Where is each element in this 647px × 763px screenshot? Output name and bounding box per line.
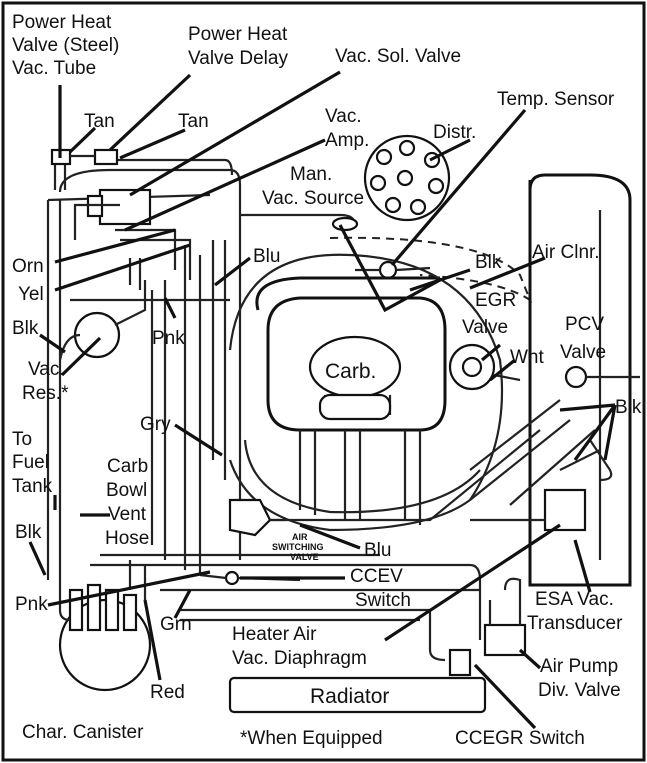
label-blk-right: Blk xyxy=(615,397,642,418)
label-blk-lower-left: Blk xyxy=(15,522,42,543)
label-wht: Wht xyxy=(510,347,545,368)
label-man-vac-source-1: Man. xyxy=(290,164,332,185)
label-carb-bowl-vent-hose-3: Vent xyxy=(108,504,147,525)
label-egr-valve-2: Valve xyxy=(462,317,508,338)
vac-sol-valve-body xyxy=(98,188,152,226)
label-gry: Gry xyxy=(140,414,171,435)
svg-text:ESA Vac.Transducer: ESA Vac. Transducer xyxy=(527,589,623,634)
label-egr-valve-1: EGR xyxy=(475,290,516,311)
label-pnk-top: Pnk xyxy=(152,328,185,349)
label-carb-bowl-vent-hose-4: Hose xyxy=(105,528,149,549)
label-power-heat-valve-delay-2: Valve Delay xyxy=(188,48,288,69)
label-carb-bowl-vent-hose-2: Bowl xyxy=(106,480,147,501)
pcv-valve-body xyxy=(564,365,588,389)
label-vac-res-2: Res.* xyxy=(22,383,69,404)
label-blk-top: Blk xyxy=(475,252,502,273)
label-vac-amp-1: Vac. xyxy=(325,106,362,127)
label-carb: Carb. xyxy=(325,360,376,383)
ccegr-switch-body xyxy=(448,648,472,677)
label-air-switching-3: VALVE xyxy=(290,552,319,562)
label-air-switching-2: SWITCHING xyxy=(272,542,324,552)
air-pump-div-valve-body xyxy=(483,577,527,657)
label-orn: Orn xyxy=(12,256,44,277)
label-distr: Distr. xyxy=(433,122,476,143)
distributor-cap xyxy=(363,134,451,222)
label-man-vac-source-2: Vac. Source xyxy=(262,188,364,209)
label-when-equipped: *When Equipped xyxy=(240,728,383,749)
label-char-canister: Char. Canister xyxy=(22,722,144,743)
label-air-pump-div-valve-2: Div. Valve xyxy=(538,680,621,701)
label-blk-left: Blk xyxy=(12,318,39,339)
man-vac-source-fitting xyxy=(331,216,359,232)
label-to-fuel-tank-1: To xyxy=(12,429,32,450)
label-tan-right: Tan xyxy=(178,111,209,132)
svg-text:Man.Vac. Source: Man. Vac. Source xyxy=(262,164,364,209)
label-radiator: Radiator xyxy=(310,685,389,708)
label-vac-sol-valve: Vac. Sol. Valve xyxy=(335,46,461,67)
label-air-pump-div-valve-1: Air Pump xyxy=(540,656,618,677)
label-power-heat-valve-tube-3: Vac. Tube xyxy=(12,58,96,79)
label-to-fuel-tank-3: Tank xyxy=(12,476,53,497)
label-grn: Grn xyxy=(160,614,192,635)
label-carb-bowl-vent-hose-1: Carb xyxy=(107,456,148,477)
label-ccev-switch-1: CCEV xyxy=(350,566,403,587)
vac-reservoir xyxy=(73,311,121,359)
label-power-heat-valve-tube-1: Power Heat xyxy=(12,12,112,33)
leader-lines xyxy=(28,70,617,730)
label-ccegr-switch: CCEGR Switch xyxy=(455,728,585,749)
label-esa-vac-transducer-1: ESA Vac. xyxy=(535,589,614,610)
label-heater-air-vac-diaphragm-1: Heater Air xyxy=(232,624,317,645)
label-blu-bottom: Blu xyxy=(364,540,391,561)
label-power-heat-valve-tube-2: Valve (Steel) xyxy=(12,35,119,56)
ccev-switch-body xyxy=(224,570,240,586)
svg-text:Vac.Res.*: Vac. Res.* xyxy=(22,359,69,404)
label-heater-air-vac-diaphragm-2: Vac. Diaphragm xyxy=(232,648,367,669)
egr-valve-body xyxy=(448,343,521,391)
label-pcv-valve-1: PCV xyxy=(565,314,604,335)
svg-text:Vac.Amp.: Vac. Amp. xyxy=(325,106,369,151)
carburetor-intake xyxy=(255,276,447,432)
label-esa-vac-transducer-2: Transducer xyxy=(527,613,623,634)
label-pnk-bottom: Pnk xyxy=(15,594,48,615)
label-pcv-valve-2: Valve xyxy=(560,342,606,363)
label-temp-sensor: Temp. Sensor xyxy=(497,89,615,110)
label-red: Red xyxy=(150,682,185,703)
label-vac-amp-2: Amp. xyxy=(325,130,369,151)
label-blu-top: Blu xyxy=(253,246,280,267)
label-to-fuel-tank-2: Fuel xyxy=(12,452,49,473)
label-power-heat-valve-delay-1: Power Heat xyxy=(188,24,288,45)
label-yel: Yel xyxy=(18,284,44,305)
air-switching-valve-body xyxy=(228,498,285,537)
label-ccev-switch-2: Switch xyxy=(355,590,411,611)
label-tan-left: Tan xyxy=(84,111,115,132)
radiator-body xyxy=(228,676,487,714)
label-vac-res-1: Vac. xyxy=(28,359,65,380)
label-air-clnr: Air Clnr. xyxy=(532,242,600,263)
esa-vac-transducer-body xyxy=(543,488,587,532)
label-air-switching-1: AIR xyxy=(292,532,308,542)
